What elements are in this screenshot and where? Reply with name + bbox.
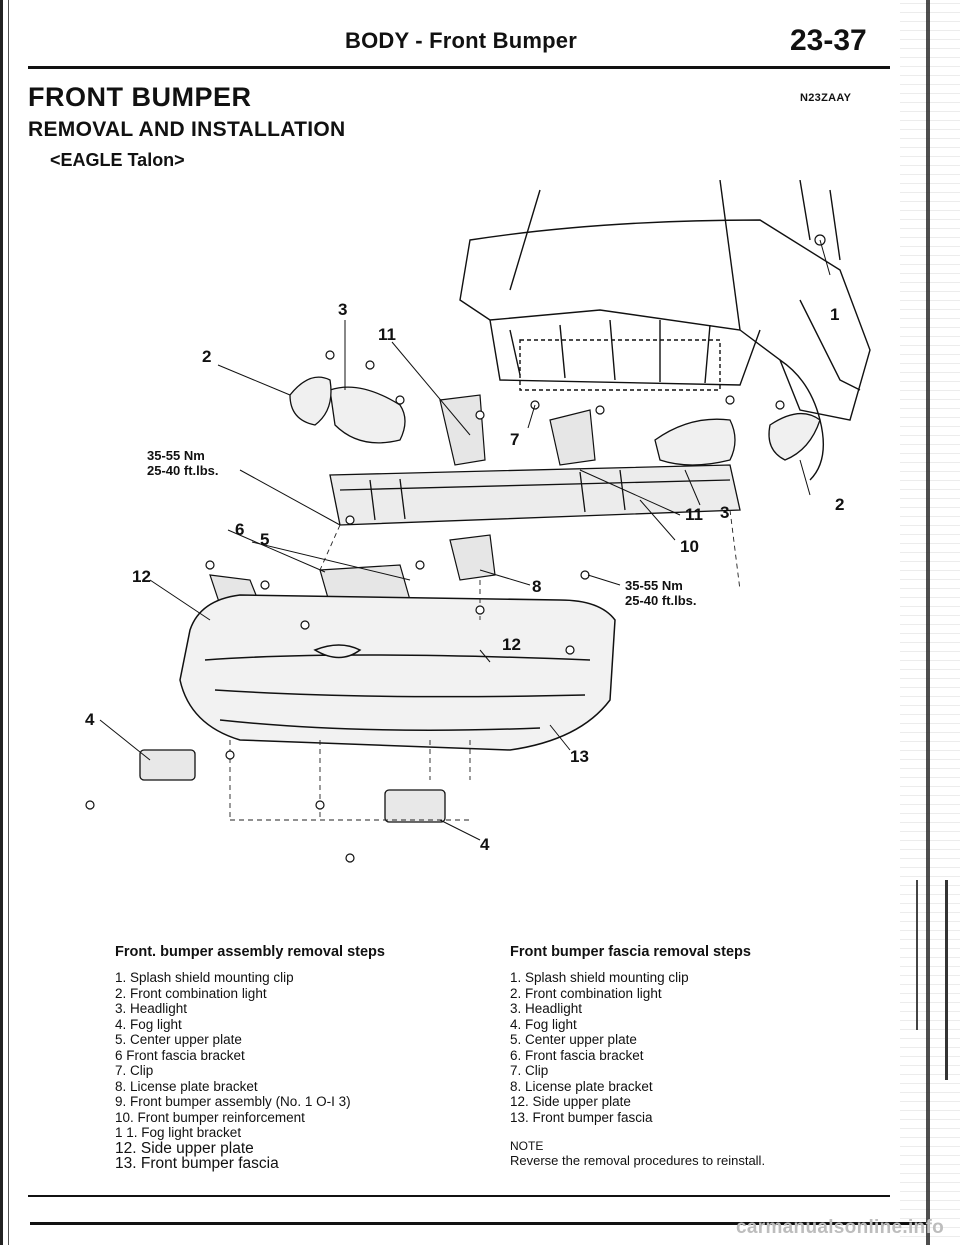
step-item: 9. Front bumper assembly (No. 1 O-I 3) — [115, 1094, 351, 1109]
assembly-removal-steps: Front. bumper assembly removal steps 1. … — [115, 944, 445, 1172]
step-item: 10. Front bumper reinforcement — [115, 1109, 305, 1125]
step-item: 6 Front fascia bracket — [115, 1047, 245, 1063]
step-item: 5. Center upper plate — [510, 1032, 637, 1047]
fascia-steps-title: Front bumper fascia removal steps — [510, 944, 751, 960]
callout-3: 3 — [338, 300, 347, 319]
page-right-edge-line — [926, 0, 930, 1245]
step-item: 8. License plate bracket — [510, 1078, 653, 1094]
note-text: Reverse the removal procedures to reinst… — [510, 1153, 766, 1168]
page-number: 23-37 — [790, 24, 867, 57]
callout-13: 13 — [570, 747, 589, 766]
bolts — [85, 234, 826, 863]
callout-5: 5 — [260, 530, 269, 549]
step-item: 4. Fog light — [510, 1016, 577, 1032]
callout-2: 2 — [202, 347, 211, 366]
fascia-steps-list: 1. Splash shield mounting clip 2. Front … — [510, 970, 860, 1125]
callout-4: 4 — [85, 710, 95, 729]
fascia-removal-steps: Front bumper fascia removal steps 1. Spl… — [510, 944, 860, 1168]
model-label: <EAGLE Talon> — [50, 150, 185, 170]
step-item: 13. Front bumper fascia — [510, 1109, 653, 1125]
page-right-edge-mark — [945, 880, 948, 1080]
callout-11: 11 — [685, 505, 703, 524]
callout-torque-ftlbs: 25-40 ft.lbs. — [147, 463, 219, 478]
page-right-edge-mark — [916, 880, 918, 1030]
callout-torque-nm: 35-55 Nm — [147, 448, 205, 463]
step-item: 13. Front bumper fascia — [115, 1155, 279, 1172]
callout-1: 1 — [830, 305, 839, 324]
step-item: 7. Clip — [510, 1063, 549, 1078]
step-item: 4. Fog light — [115, 1016, 182, 1032]
step-item: 5. Center upper plate — [115, 1032, 242, 1047]
header-rule — [28, 66, 890, 69]
footer-rule — [28, 1195, 890, 1197]
step-item: 1. Splash shield mounting clip — [510, 970, 689, 985]
step-item: 3. Headlight — [115, 1001, 188, 1016]
section-title: FRONT BUMPER — [28, 82, 252, 112]
step-item: 1. Splash shield mounting clip — [115, 970, 294, 985]
step-item: 2. Front combination light — [510, 985, 662, 1001]
callout-2: 2 — [835, 495, 844, 514]
callout-12: 12 — [502, 635, 521, 654]
callout-6: 6 — [235, 520, 244, 539]
callout-4: 4 — [480, 835, 490, 854]
fog-lights — [139, 749, 446, 823]
step-item: 2. Front combination light — [115, 985, 267, 1001]
callout-11: 11 — [378, 325, 396, 344]
callout-torque-ftlbs: 25-40 ft.lbs. — [625, 593, 697, 608]
callout-leaders — [99, 239, 831, 841]
callout-8: 8 — [532, 577, 541, 596]
footer-rule — [30, 1222, 930, 1225]
note-label: NOTE — [510, 1139, 544, 1153]
page-left-edge — [0, 0, 22, 1245]
headlight-right — [654, 413, 821, 466]
assembly-steps-title: Front. bumper assembly removal steps — [115, 944, 385, 960]
headlight-left — [289, 376, 406, 444]
document-id: N23ZAAY — [800, 92, 852, 104]
watermark: carmanualsonline.info — [736, 1217, 944, 1238]
callout-12: 12 — [132, 567, 151, 586]
callout-10: 10 — [680, 537, 699, 556]
callout-torque-nm: 35-55 Nm — [625, 578, 683, 593]
step-item: 6. Front fascia bracket — [510, 1047, 644, 1063]
step-item: 7. Clip — [115, 1063, 154, 1078]
callout-3: 3 — [720, 503, 729, 522]
assembly-steps-list: 1. Splash shield mounting clip 2. Front … — [115, 970, 445, 1172]
bumper-fascia — [179, 594, 616, 751]
page-right-edge — [900, 0, 960, 1245]
exploded-diagram: 1 2 3 11 2 7 35-55 Nm 25-40 ft.lbs. 6 5 … — [85, 180, 871, 863]
callout-numbers: 1 2 3 11 2 7 35-55 Nm 25-40 ft.lbs. 6 5 … — [85, 300, 844, 854]
bumper-reinforcement — [329, 464, 741, 526]
step-item: 8. License plate bracket — [115, 1078, 258, 1094]
step-item: 12. Side upper plate — [510, 1094, 631, 1109]
running-header-title: BODY - Front Bumper — [345, 28, 577, 53]
callout-7: 7 — [510, 430, 519, 449]
assembly-lines — [229, 509, 741, 821]
section-subtitle: REMOVAL AND INSTALLATION — [28, 118, 346, 141]
step-item: 1 1. Fog light bracket — [115, 1125, 242, 1140]
step-item: 3. Headlight — [510, 1001, 583, 1016]
step-item: 12. Side upper plate — [115, 1139, 254, 1157]
